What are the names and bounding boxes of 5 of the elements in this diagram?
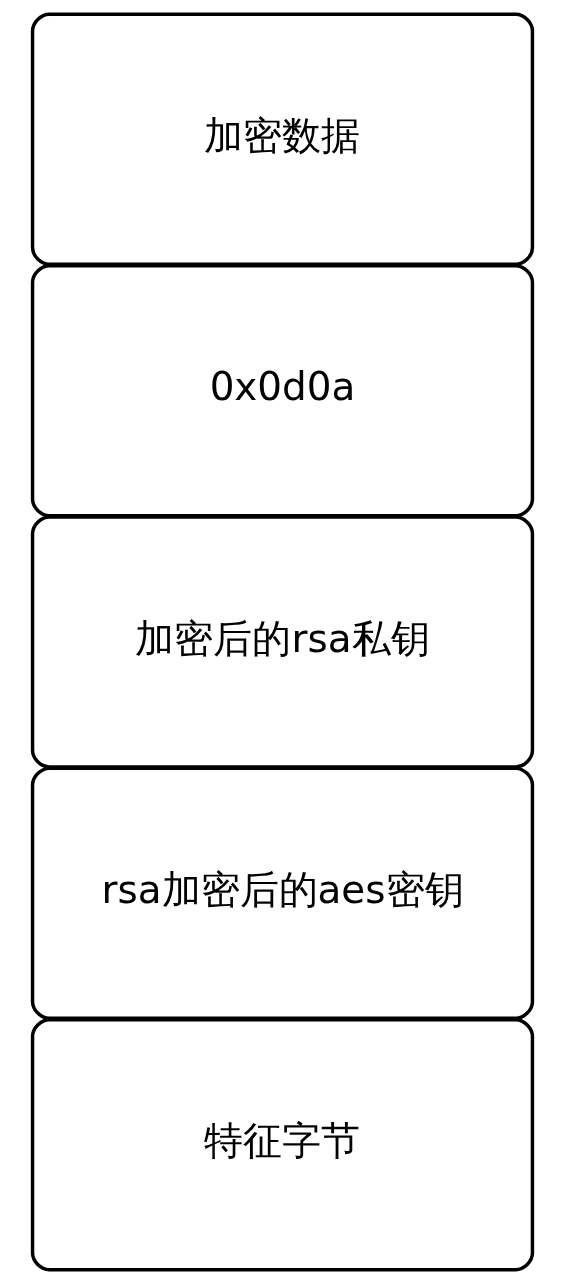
node-box: rsa加密后的aes密钥 (30, 766, 534, 1021)
node-box: 特征字节 (30, 1017, 534, 1272)
node-box: 0x0d0a (30, 263, 534, 518)
node-box: 加密数据 (30, 12, 534, 267)
node-box: 加密后的rsa私钥 (30, 515, 534, 769)
